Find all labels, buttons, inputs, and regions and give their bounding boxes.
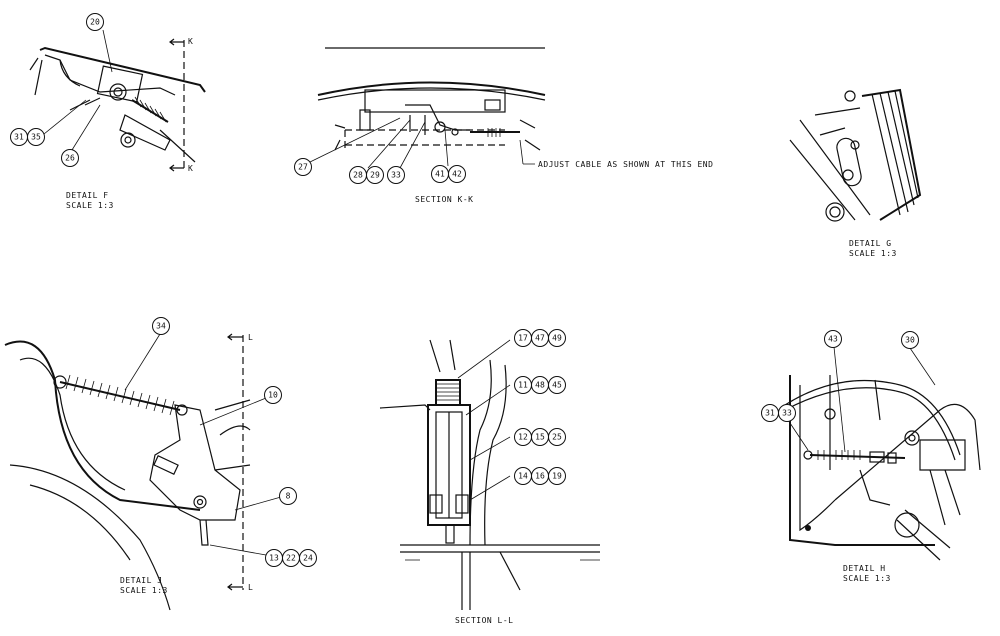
svg-text:17: 17 (518, 334, 528, 343)
detail-f-section-mark-top: K (188, 37, 193, 46)
balloon-47: 47 (531, 329, 549, 347)
svg-text:13: 13 (269, 554, 279, 563)
balloon-15: 15 (531, 428, 549, 446)
detail-h-view: 43 30 31 33 DETAIL H SCALE 1:3 (761, 330, 981, 583)
balloon-17: 17 (514, 329, 532, 347)
detail-f-view: K K 20 31 35 26 DETAIL F SCALE 1:3 (10, 13, 206, 210)
section-kk-title: SECTION K-K (415, 195, 473, 204)
svg-text:26: 26 (65, 154, 75, 163)
section-ll-title: SECTION L-L (455, 616, 513, 625)
svg-text:25: 25 (552, 433, 562, 442)
balloon-10: 10 (264, 386, 282, 404)
detail-f-title: DETAIL F (66, 191, 109, 200)
svg-text:12: 12 (518, 433, 528, 442)
balloon-20: 20 (86, 13, 104, 31)
svg-text:16: 16 (535, 472, 545, 481)
detail-j-view: L L 34 10 8 13 22 24 DETAIL (4, 317, 317, 611)
svg-text:48: 48 (535, 381, 545, 390)
detail-j-title: DETAIL J (120, 576, 163, 585)
detail-j-section-mark-top: L (248, 333, 253, 342)
detail-g-scale: SCALE 1:3 (849, 249, 897, 258)
svg-text:42: 42 (452, 170, 462, 179)
balloon-42: 42 (448, 165, 466, 183)
balloon-31: 31 (761, 404, 779, 422)
balloon-49: 49 (548, 329, 566, 347)
detail-f-scale: SCALE 1:3 (66, 201, 114, 210)
balloon-8: 8 (279, 487, 297, 505)
balloon-48: 48 (531, 376, 549, 394)
balloon-35: 35 (27, 128, 45, 146)
balloon-24: 24 (299, 549, 317, 567)
section-kk-view: 27 28 29 33 41 42 ADJUST CABLE AS SHOWN … (294, 47, 713, 204)
balloon-14: 14 (514, 467, 532, 485)
svg-text:31: 31 (14, 133, 24, 142)
svg-text:14: 14 (518, 472, 528, 481)
balloon-27: 27 (294, 158, 312, 176)
svg-text:20: 20 (90, 18, 100, 27)
balloon-34: 34 (152, 317, 170, 335)
svg-text:22: 22 (286, 554, 296, 563)
svg-text:24: 24 (303, 554, 313, 563)
balloon-11: 11 (514, 376, 532, 394)
svg-text:19: 19 (552, 472, 562, 481)
detail-j-section-mark-bottom: L (248, 583, 253, 592)
detail-h-scale: SCALE 1:3 (843, 574, 891, 583)
svg-text:28: 28 (353, 171, 363, 180)
balloon-25: 25 (548, 428, 566, 446)
svg-text:8: 8 (286, 492, 291, 501)
balloon-19: 19 (548, 467, 566, 485)
svg-text:43: 43 (828, 335, 838, 344)
balloon-30: 30 (901, 331, 919, 349)
svg-text:29: 29 (370, 171, 380, 180)
balloon-13: 13 (265, 549, 283, 567)
balloon-41: 41 (431, 165, 449, 183)
detail-g-view: DETAIL G SCALE 1:3 (789, 88, 922, 258)
svg-text:27: 27 (298, 163, 308, 172)
balloon-16: 16 (531, 467, 549, 485)
balloon-29: 29 (366, 166, 384, 184)
svg-text:31: 31 (765, 409, 775, 418)
detail-f-section-mark-bottom: K (188, 164, 193, 173)
svg-text:47: 47 (535, 334, 545, 343)
section-ll-view: 17 47 49 11 48 45 12 15 (379, 329, 600, 625)
balloon-33: 33 (778, 404, 796, 422)
balloon-33: 33 (387, 166, 405, 184)
svg-text:15: 15 (535, 433, 545, 442)
detail-g-title: DETAIL G (849, 239, 892, 248)
svg-text:49: 49 (552, 334, 562, 343)
svg-text:11: 11 (518, 381, 528, 390)
svg-text:33: 33 (782, 409, 792, 418)
balloon-43: 43 (824, 330, 842, 348)
svg-text:45: 45 (552, 381, 562, 390)
svg-text:34: 34 (156, 322, 166, 331)
svg-text:10: 10 (268, 391, 278, 400)
balloon-26: 26 (61, 149, 79, 167)
svg-text:33: 33 (391, 171, 401, 180)
svg-text:41: 41 (435, 170, 445, 179)
balloon-12: 12 (514, 428, 532, 446)
balloon-45: 45 (548, 376, 566, 394)
balloon-22: 22 (282, 549, 300, 567)
detail-j-scale: SCALE 1:3 (120, 586, 168, 595)
section-kk-note: ADJUST CABLE AS SHOWN AT THIS END (538, 160, 713, 169)
svg-text:35: 35 (31, 133, 41, 142)
svg-text:30: 30 (905, 336, 915, 345)
balloon-31: 31 (10, 128, 28, 146)
detail-h-title: DETAIL H (843, 564, 886, 573)
balloon-28: 28 (349, 166, 367, 184)
